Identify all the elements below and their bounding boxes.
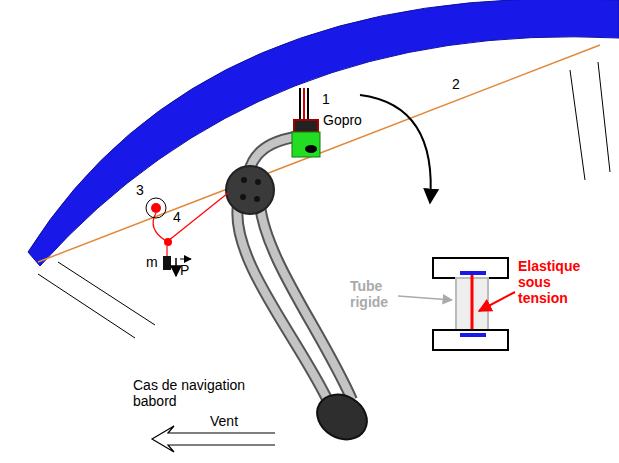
point-dot: [151, 203, 161, 213]
wing-line: [598, 62, 610, 172]
wind-arrow: [152, 426, 275, 452]
wind-label: Vent: [210, 413, 238, 429]
mass-label: m: [146, 254, 158, 270]
force-label: P: [180, 262, 189, 278]
inset-anchor: [460, 333, 486, 337]
wing-line: [38, 274, 135, 338]
inset-plate: [433, 330, 508, 350]
wing-line: [570, 70, 585, 180]
part-label: Gopro: [323, 112, 362, 128]
gopro-camera: [292, 132, 320, 157]
weight-arrow: [175, 258, 177, 276]
gopro-mount: [294, 120, 318, 132]
boom-tube: [237, 205, 330, 405]
inset-elastic: [471, 275, 474, 333]
case-note: Cas de navigation babord: [133, 377, 275, 409]
part-label: Elastique sous tension: [518, 258, 602, 306]
hub-bolt: [241, 177, 247, 183]
gopro-lens: [305, 145, 317, 153]
hub-bolt: [255, 179, 261, 185]
inset-anchor: [460, 271, 486, 275]
chord-line: [38, 45, 600, 262]
boom-tube: [260, 205, 352, 400]
sail: [28, 0, 619, 266]
wing-line: [58, 262, 155, 325]
wire: [303, 88, 305, 121]
leader-line: [398, 296, 452, 300]
leader-line: [479, 292, 515, 311]
boom-end-cap: [309, 386, 375, 448]
point-dot: [164, 238, 172, 246]
callout-number: 3: [136, 182, 144, 198]
mass-block: [163, 256, 171, 270]
wire: [307, 88, 309, 121]
callout-number: 4: [173, 209, 181, 225]
tether-line: [168, 193, 228, 241]
zoom-arrow: [360, 95, 431, 203]
hub-bolt: [240, 194, 246, 200]
tether-line: [166, 246, 167, 256]
part-label: Tube rigide: [350, 278, 400, 310]
boom-tube: [237, 205, 330, 405]
wire: [299, 88, 301, 121]
callout-number: 1: [322, 91, 330, 107]
vector-arrow: [180, 259, 191, 260]
callout-number: 2: [452, 76, 460, 92]
boom-tube: [260, 205, 352, 400]
hub-bolt: [254, 196, 260, 202]
point-ring: [146, 198, 166, 218]
boom-hub: [226, 166, 274, 214]
